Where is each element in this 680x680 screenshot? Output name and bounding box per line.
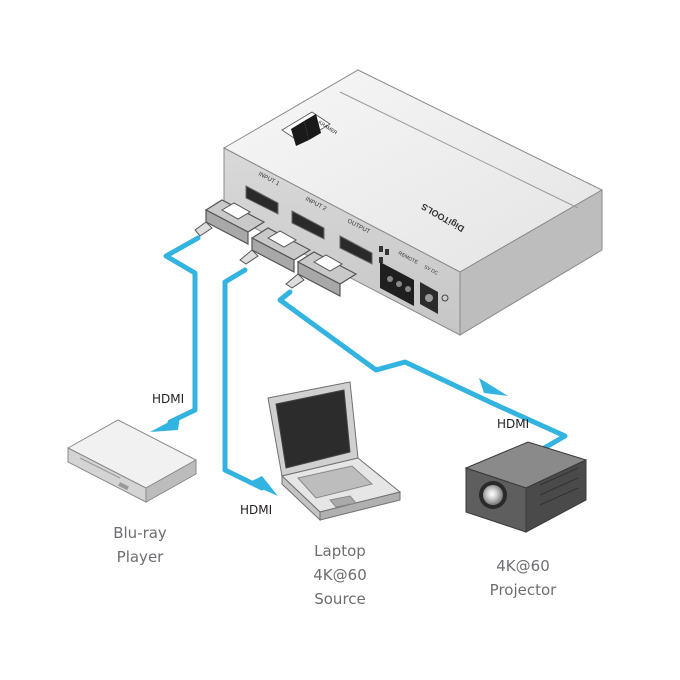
dip-switches[interactable] bbox=[379, 246, 389, 263]
cable-label-projector: HDMI bbox=[497, 417, 530, 431]
caption-projector-line1: 4K@60 bbox=[496, 557, 550, 575]
caption-bluray: Blu-ray Player bbox=[90, 521, 190, 569]
cable-label-laptop: HDMI bbox=[240, 503, 273, 517]
caption-bluray-line2: Player bbox=[116, 548, 164, 566]
switcher-device: KRAMER DigiTOOLS INPUT 1 INPUT 2 OUTPUT … bbox=[222, 69, 604, 336]
bluray-player-icon bbox=[66, 419, 198, 503]
cable-label-bluray: HDMI bbox=[152, 392, 185, 406]
cable-bluray bbox=[163, 235, 201, 425]
arrow-icon-projector bbox=[479, 378, 508, 396]
cable-projector bbox=[277, 289, 568, 465]
hdmi-connector-icon-3 bbox=[285, 251, 358, 297]
hdmi-port-input1[interactable] bbox=[245, 185, 279, 215]
hdmi-port-output[interactable] bbox=[339, 235, 373, 265]
caption-bluray-line1: Blu-ray bbox=[113, 524, 167, 542]
caption-laptop-line1: Laptop bbox=[314, 542, 366, 560]
hdmi-connector-icon-1 bbox=[194, 199, 266, 245]
arrow-icon-bluray bbox=[150, 416, 180, 432]
cable-laptop bbox=[222, 267, 265, 491]
remote-terminal-block[interactable] bbox=[380, 262, 414, 306]
arrow-icon-laptop bbox=[248, 476, 278, 496]
projector-icon bbox=[464, 441, 588, 533]
device-side-face bbox=[459, 189, 603, 336]
caption-projector-line2: Projector bbox=[489, 581, 557, 599]
laptop-icon bbox=[267, 381, 402, 522]
device-top-line bbox=[339, 91, 579, 209]
hdmi-port-input2[interactable] bbox=[291, 210, 325, 240]
caption-laptop-line3: Source bbox=[314, 590, 366, 608]
caption-laptop-line2: 4K@60 bbox=[313, 566, 367, 584]
caption-laptop: Laptop 4K@60 Source bbox=[290, 539, 390, 611]
hdmi-connector-icon-2 bbox=[239, 227, 312, 273]
cables bbox=[163, 235, 568, 491]
power-socket[interactable] bbox=[420, 282, 449, 314]
caption-projector: 4K@60 Projector bbox=[468, 554, 578, 602]
